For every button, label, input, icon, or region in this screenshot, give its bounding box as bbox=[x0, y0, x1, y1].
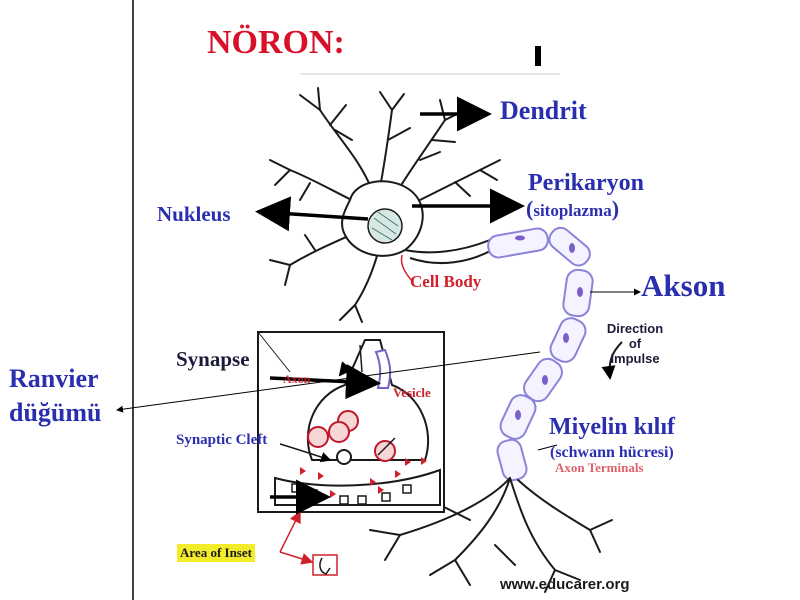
scan-mark bbox=[535, 46, 541, 66]
label-sitoplazma: (sitoplazma) bbox=[526, 196, 620, 221]
figure-label-cell-body: Cell Body bbox=[410, 272, 482, 291]
axon-terminals bbox=[369, 477, 613, 593]
label-perikaryon: Perikaryon bbox=[528, 170, 644, 196]
figure-label-synapse: Synapse bbox=[176, 347, 250, 371]
figure-label-vesicle: Vesicle bbox=[393, 385, 431, 400]
label-akson: Akson bbox=[641, 268, 726, 303]
figure-label-direction: Direction of Impulse bbox=[606, 321, 664, 366]
figure-label-axon-terminals: Axon Terminals bbox=[555, 460, 644, 475]
figure-label-synaptic-cleft: Synaptic Cleft bbox=[176, 432, 268, 448]
label-nukleus: Nukleus bbox=[157, 202, 231, 226]
area-of-inset-box bbox=[312, 554, 338, 576]
figure-label-area-of-inset: Area of Inset bbox=[177, 544, 255, 562]
footer-url: www.educarer.org bbox=[500, 576, 630, 593]
figure-label-axon: Axon bbox=[283, 372, 311, 386]
label-ranvier-2: düğümü bbox=[9, 398, 102, 427]
label-ranvier-1: Ranvier bbox=[9, 364, 99, 393]
annotation-arrows bbox=[255, 96, 525, 515]
label-schwann: (schwann hücresi) bbox=[550, 444, 674, 461]
label-miyelin: Miyelin kılıf bbox=[549, 414, 675, 440]
page-title: NÖRON: bbox=[207, 24, 345, 61]
label-dendrit: Dendrit bbox=[500, 96, 587, 125]
dendrites bbox=[269, 87, 501, 323]
